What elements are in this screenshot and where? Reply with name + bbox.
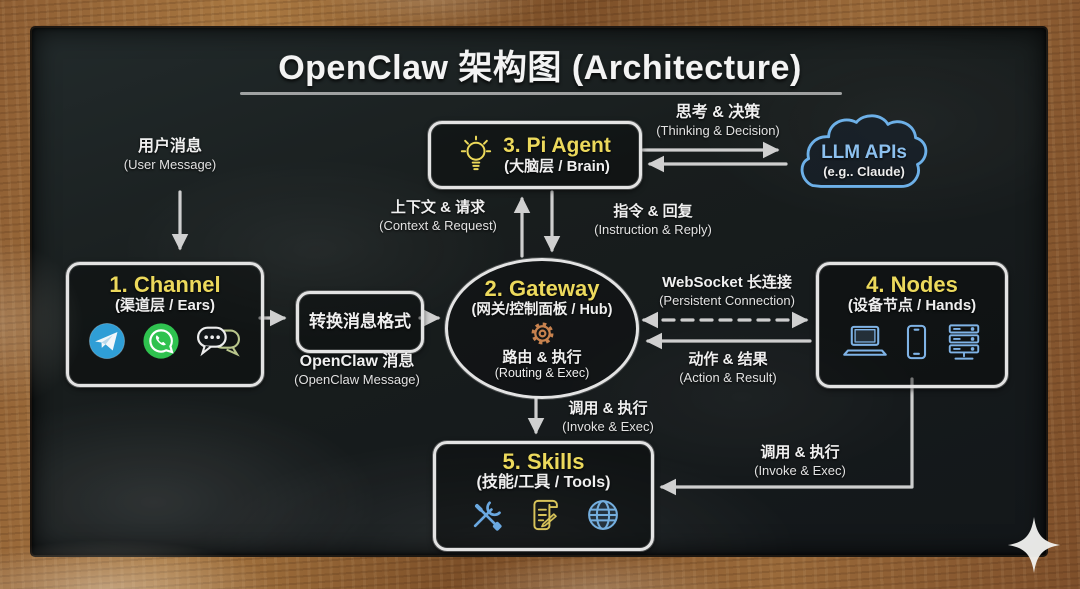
llm-subtitle: (e.g.. Claude) (823, 164, 905, 179)
llm-title: LLM APIs (821, 142, 907, 163)
gateway-desc-en: (Routing & Exec) (494, 366, 590, 381)
label-instruction-reply-zh: 指令 & 回复 (613, 203, 693, 220)
label-openclaw-message-zh: OpenClaw 消息 (299, 353, 415, 370)
nodes-box: 4. Nodes (设备节点 / Hands) (816, 262, 1008, 388)
label-action-result-zh: 动作 & 结果 (688, 351, 768, 368)
gateway-title: 2. Gateway (484, 276, 600, 302)
label-openclaw-message-en: (OpenClaw Message) (294, 372, 420, 388)
pi-agent-subtitle: (大脑层 / Brain) (504, 158, 610, 176)
channel-icons (69, 322, 261, 360)
nodes-subtitle: (设备节点 / Hands) (847, 297, 977, 315)
label-thinking-decision-zh: 思考 & 决策 (675, 104, 761, 121)
label-user-message: 用户消息 (User Message) (85, 137, 255, 173)
channel-title: 1. Channel (109, 272, 221, 297)
nodes-title: 4. Nodes (866, 272, 958, 297)
label-context-request-zh: 上下文 & 请求 (390, 199, 486, 216)
skills-title: 5. Skills (502, 449, 585, 474)
label-openclaw-message: OpenClaw 消息 (OpenClaw Message) (272, 352, 442, 388)
title-underline (240, 92, 842, 95)
cloud-icon (800, 114, 928, 188)
llm-cloud: LLM APIs (e.g.. Claude) (791, 110, 937, 196)
label-invoke-exec-right-zh: 调用 & 执行 (760, 444, 840, 461)
label-thinking-decision-en: (Thinking & Decision) (656, 123, 780, 139)
gateway-desc-zh: 路由 & 执行 (502, 349, 582, 367)
label-action-result: 动作 & 结果 (Action & Result) (645, 351, 811, 386)
telegram-icon (88, 322, 126, 359)
label-invoke-exec-center-zh: 调用 & 执行 (568, 400, 648, 417)
label-instruction-reply: 指令 & 回复 (Instruction & Reply) (572, 203, 734, 238)
channel-box: 1. Channel (渠道层 / Ears) (66, 262, 264, 387)
label-invoke-exec-right-en: (Invoke & Exec) (754, 463, 846, 478)
page-title: OpenClaw 架构图 (Architecture) (278, 49, 802, 87)
server-icon (948, 323, 979, 360)
pi-agent-title: 3. Pi Agent (503, 134, 611, 158)
label-websocket-en: (Persistent Connection) (659, 293, 795, 308)
label-action-result-en: (Action & Result) (679, 370, 777, 385)
label-websocket: WebSocket 长连接 (Persistent Connection) (636, 274, 818, 309)
gateway-ellipse: 2. Gateway (网关/控制面板 / Hub) 路由 & 执行 (Rout… (445, 258, 639, 399)
label-instruction-reply-en: (Instruction & Reply) (594, 222, 712, 237)
globe-icon (587, 499, 618, 530)
pi-agent-box: 3. Pi Agent (大脑层 / Brain) (428, 121, 642, 189)
whatsapp-icon (143, 322, 179, 359)
laptop-icon (842, 325, 887, 356)
tools-icon (473, 501, 502, 531)
nodes-icons (819, 323, 1005, 361)
label-invoke-exec-center: 调用 & 执行 (Invoke & Exec) (540, 400, 676, 435)
pi-agent-text: 3. Pi Agent (大脑层 / Brain) (503, 134, 611, 175)
skills-subtitle: (技能/工具 / Tools) (476, 474, 611, 492)
chat-bubbles-icon (197, 326, 240, 357)
label-context-request: 上下文 & 请求 (Context & Request) (364, 199, 512, 234)
skills-icons (436, 497, 651, 533)
llm-cloud-text: LLM APIs (e.g.. Claude) (791, 142, 937, 179)
label-user-message-zh: 用户消息 (137, 138, 202, 155)
transform-box: 转换消息格式 (296, 291, 424, 353)
smartphone-icon (906, 324, 926, 359)
channel-subtitle: (渠道层 / Ears) (114, 297, 216, 315)
label-invoke-exec-center-en: (Invoke & Exec) (562, 419, 654, 434)
skills-box: 5. Skills (技能/工具 / Tools) (433, 441, 654, 551)
label-context-request-en: (Context & Request) (379, 218, 497, 233)
transform-label: 转换消息格式 (309, 312, 411, 332)
sparkle-icon (1007, 517, 1061, 573)
gear-icon (531, 322, 553, 345)
label-thinking-decision: 思考 & 决策 (Thinking & Decision) (627, 103, 809, 139)
label-user-message-en: (User Message) (123, 157, 217, 173)
label-websocket-zh: WebSocket 长连接 (662, 274, 792, 291)
gateway-subtitle: (网关/控制面板 / Hub) (471, 301, 613, 318)
lightbulb-icon (460, 135, 492, 171)
scroll-icon (532, 499, 558, 530)
label-invoke-exec-right: 调用 & 执行 (Invoke & Exec) (715, 444, 885, 479)
